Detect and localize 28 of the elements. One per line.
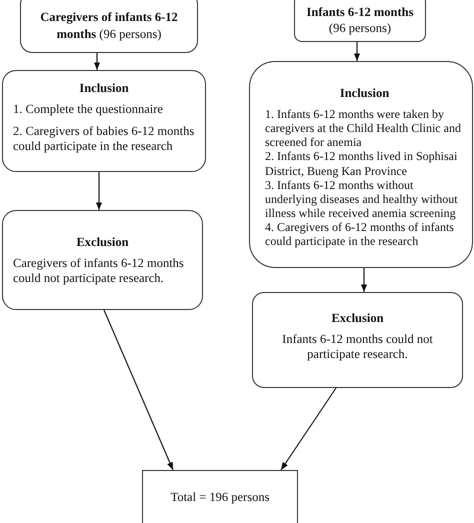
rounded-box	[249, 61, 473, 268]
arrow	[280, 388, 336, 470]
group-title: Infants 6-12 months (96 persons)	[306, 4, 414, 36]
section-heading: Inclusion	[338, 86, 390, 101]
rounded-box	[252, 292, 463, 388]
arrow	[360, 268, 368, 292]
rounded-box	[294, 0, 426, 42]
criteria-text: Infants 6-12 months could not participate research.	[281, 332, 434, 362]
section-heading: Exclusion	[330, 311, 385, 326]
criteria-text: Caregivers of infants 6-12 months could not participate research.	[13, 256, 185, 286]
section-heading: Exclusion	[75, 235, 130, 250]
arrow	[354, 42, 360, 61]
group-title: Caregivers of infants 6-12 months (96 persons)	[39, 9, 179, 42]
total-text: Total = 196 persons	[170, 489, 270, 506]
arrow	[94, 53, 100, 70]
criteria-text: 1. Complete the questionnaire	[13, 102, 164, 117]
rounded-box	[2, 210, 203, 310]
section-heading: Inclusion	[78, 81, 130, 96]
process-box	[142, 470, 298, 523]
rounded-box	[20, 0, 198, 53]
rounded-box	[2, 70, 206, 172]
criteria-text: 4. Caregivers of 6-12 months of infants could participate in the research	[265, 220, 455, 249]
criteria-text: 2. Infants 6-12 months lived in Sophisai District, Bueng Kan Province	[265, 149, 458, 178]
criteria-text: 2. Caregivers of babies 6-12 months could participate in the research	[13, 124, 195, 154]
arrow	[96, 172, 102, 210]
criteria-text: 1. Infants 6-12 months were taken by caregivers at the Child Health Clinic and screened for anemia	[265, 107, 462, 150]
criteria-text: 3. Infants 6-12 months without underlying diseases and healthy without illness while received anemia screening	[265, 178, 459, 220]
arrow	[104, 310, 174, 470]
